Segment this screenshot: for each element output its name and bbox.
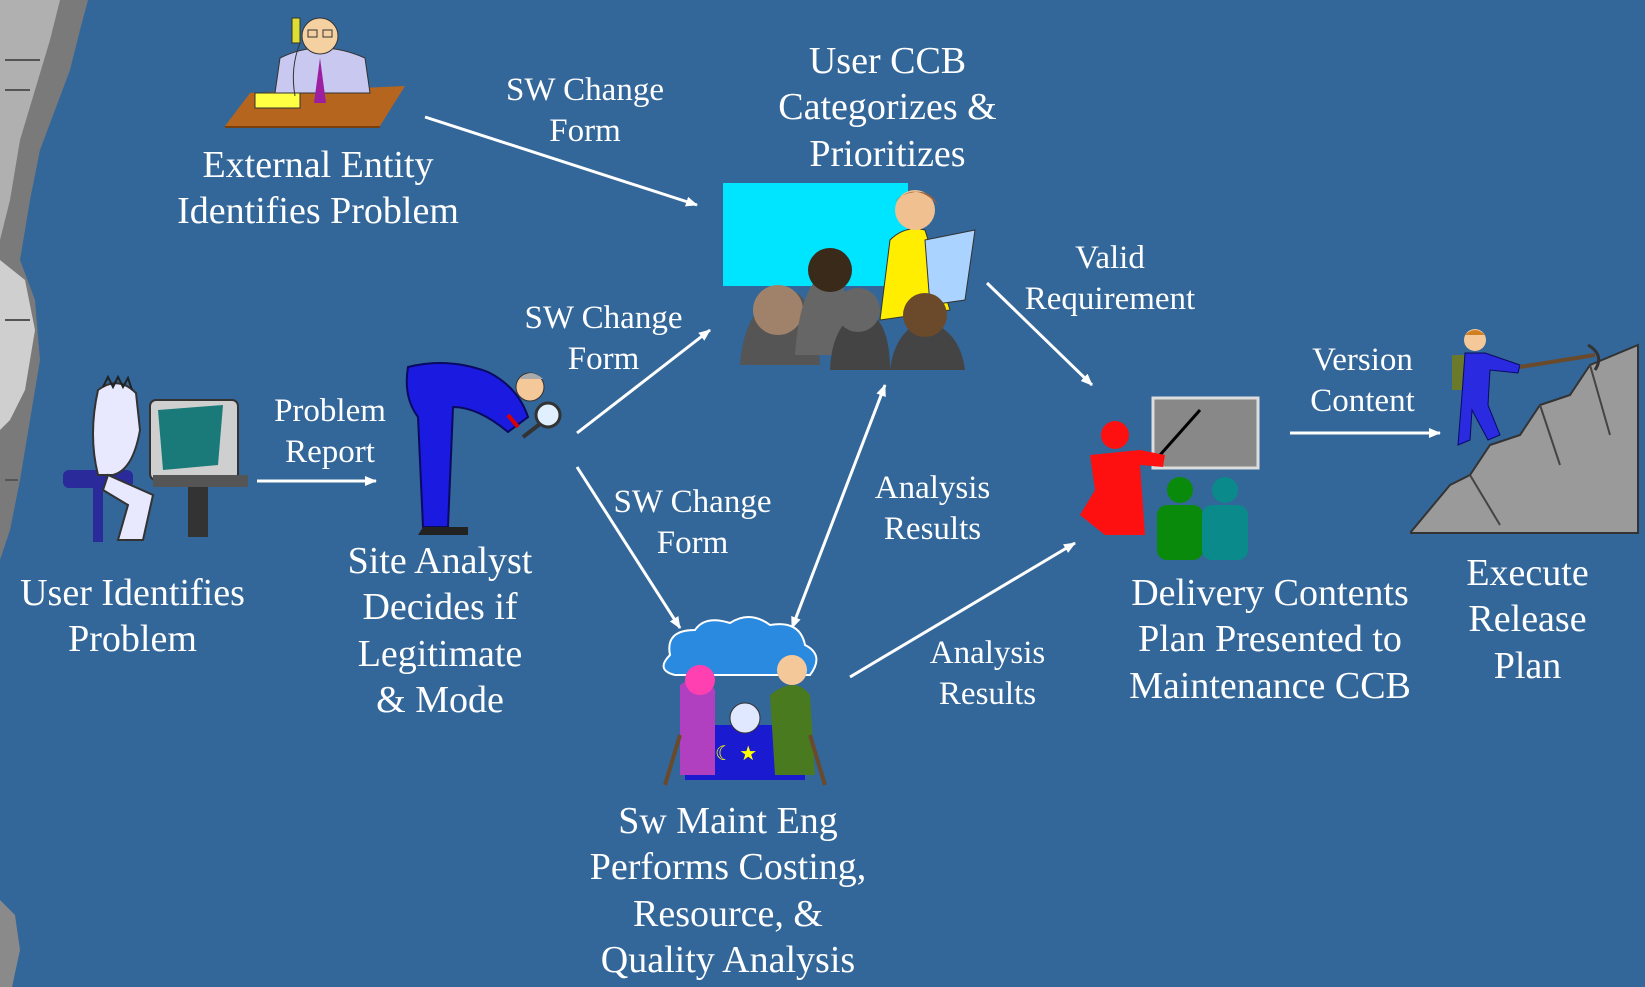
edge-label-eng-to-delivery: Analysis Results: [929, 635, 1046, 713]
site-analyst-label: Site Analyst Decides if Legitimate & Mod…: [347, 540, 533, 722]
ccb-meeting-clipart: [723, 183, 976, 370]
user-label: User Identifies Problem: [20, 572, 245, 661]
arrow-ext-to-ccb: [424, 115, 698, 207]
edge-label-ccb-to-delivery: Valid Requirement: [1024, 240, 1196, 318]
site-analyst-clipart: [405, 362, 562, 535]
arrow-eng-to-delivery: [849, 541, 1076, 679]
arrow-analyst-to-eng: [575, 466, 682, 629]
sw-maint-eng-label: Sw Maint Eng Performs Costing, Resource,…: [589, 800, 867, 982]
delivery-label: Delivery Contents Plan Presented to Main…: [1129, 572, 1411, 707]
user-at-computer-clipart: [63, 375, 248, 542]
user-ccb-label: User CCB Categorizes & Prioritizes: [778, 40, 997, 175]
arrow-eng-ccb: [790, 384, 887, 629]
edge-label-eng-ccb: Analysis Results: [874, 470, 991, 548]
arrow-analyst-to-ccb: [576, 328, 711, 435]
climber-clipart: [1410, 329, 1639, 534]
rock-edge-decoration: [0, 0, 88, 987]
presenter-clipart: [1080, 396, 1260, 560]
edge-label-analyst-to-ccb: SW Change Form: [524, 300, 683, 378]
execute-label: Execute Release Plan: [1466, 552, 1589, 687]
external-entity-label: External Entity Identifies Problem: [177, 144, 459, 233]
svg-text:☾ ★: ☾ ★: [715, 741, 757, 765]
edge-label-delivery-to-execute: Version Content: [1310, 342, 1415, 420]
maint-eng-clipart: ☾ ★: [662, 616, 827, 786]
edge-label-analyst-to-eng: SW Change Form: [613, 484, 772, 562]
edge-label-user-to-analyst: Problem Report: [274, 393, 386, 471]
arrow-ccb-to-delivery: [985, 281, 1094, 387]
phone-caller-clipart: [225, 17, 405, 128]
edge-label-ext-to-ccb: SW Change Form: [506, 72, 664, 150]
